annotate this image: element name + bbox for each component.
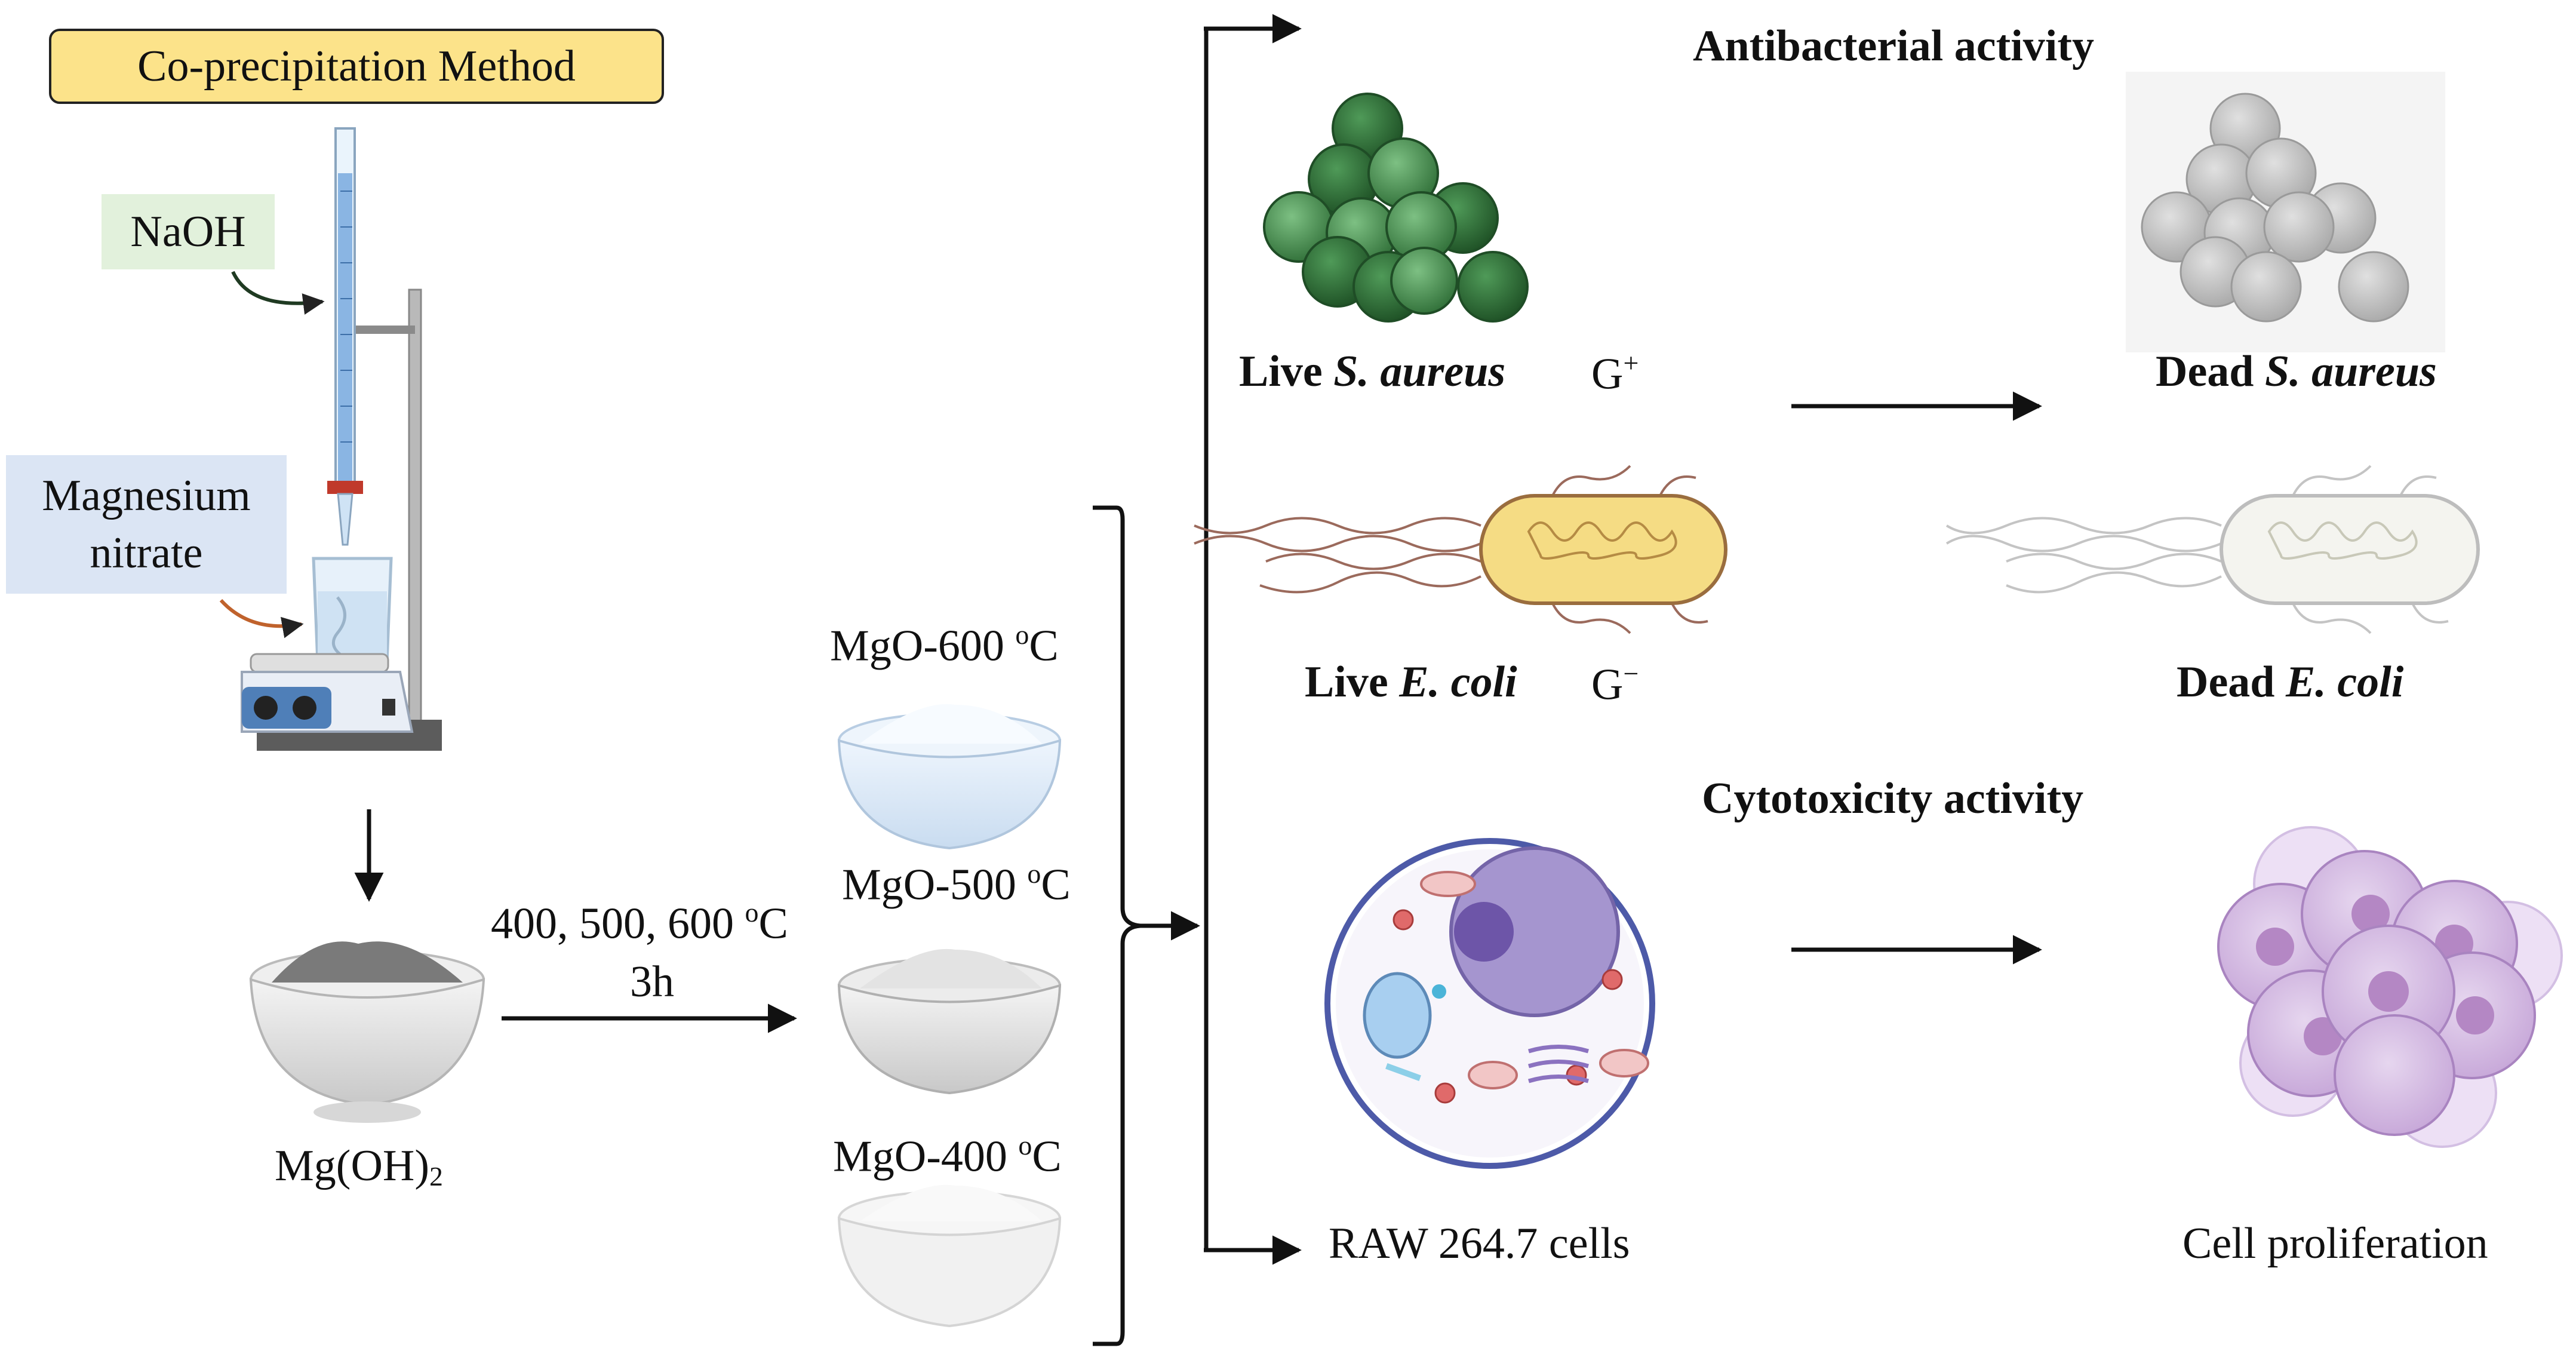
- dead-e-coli-illustration: [1945, 465, 2480, 634]
- naoh-label-box: NaOH: [102, 194, 275, 269]
- dead-s-aureus-illustration: [2126, 72, 2445, 352]
- live-s-aureus-illustration: [1263, 93, 1529, 323]
- nitrate-arrow: [219, 598, 304, 638]
- live-e-coli-illustration: [1194, 465, 1727, 634]
- mgo-500-bowl-illustration: [837, 948, 1062, 1095]
- antibacterial-heading: Antibacterial activity: [1693, 22, 2094, 70]
- gram-positive-label: G+: [1591, 348, 1639, 399]
- lab-apparatus-illustration: [241, 127, 442, 751]
- magnesium-nitrate-label-box: Magnesium nitrate: [6, 455, 287, 594]
- magnesium-nitrate-label: Magnesium nitrate: [42, 471, 251, 578]
- cell-proliferation-illustration: [2217, 826, 2563, 1148]
- live-e-coli-label: Live E. coli: [1305, 658, 1517, 707]
- naoh-arrow: [231, 271, 325, 315]
- cytotoxicity-heading: Cytotoxicity activity: [1702, 774, 2084, 823]
- mgo-500-label: MgO-500 oC: [842, 858, 1071, 910]
- cell-line-label: RAW 264.7 cells: [1329, 1219, 1630, 1268]
- cell-proliferation-label: Cell proliferation: [2182, 1219, 2488, 1268]
- precursor-bowl-illustration: [249, 941, 485, 1123]
- method-title: Co-precipitation Method: [137, 42, 576, 91]
- calcination-time-label: 3h: [630, 957, 674, 1006]
- raw-264-7-cell-illustration: [1324, 838, 1655, 1169]
- products-bracket: [1093, 505, 1141, 1346]
- mgo-600-label: MgO-600 oC: [830, 619, 1059, 671]
- naoh-label: NaOH: [130, 207, 246, 256]
- precursor-label: Mg(OH)2: [275, 1141, 443, 1192]
- live-s-aureus-label: Live S. aureus: [1239, 347, 1506, 396]
- mgo-600-bowl-illustration: [837, 704, 1062, 850]
- calcination-temps-label: 400, 500, 600 oC: [491, 897, 788, 948]
- dead-e-coli-label: Dead E. coli: [2177, 658, 2404, 707]
- dead-s-aureus-label: Dead S. aureus: [2156, 347, 2437, 396]
- mgo-400-label: MgO-400 oC: [833, 1130, 1062, 1181]
- method-title-box: Co-precipitation Method: [49, 29, 664, 104]
- mgo-400-bowl-illustration: [837, 1184, 1062, 1328]
- gram-negative-label: G−: [1591, 658, 1639, 710]
